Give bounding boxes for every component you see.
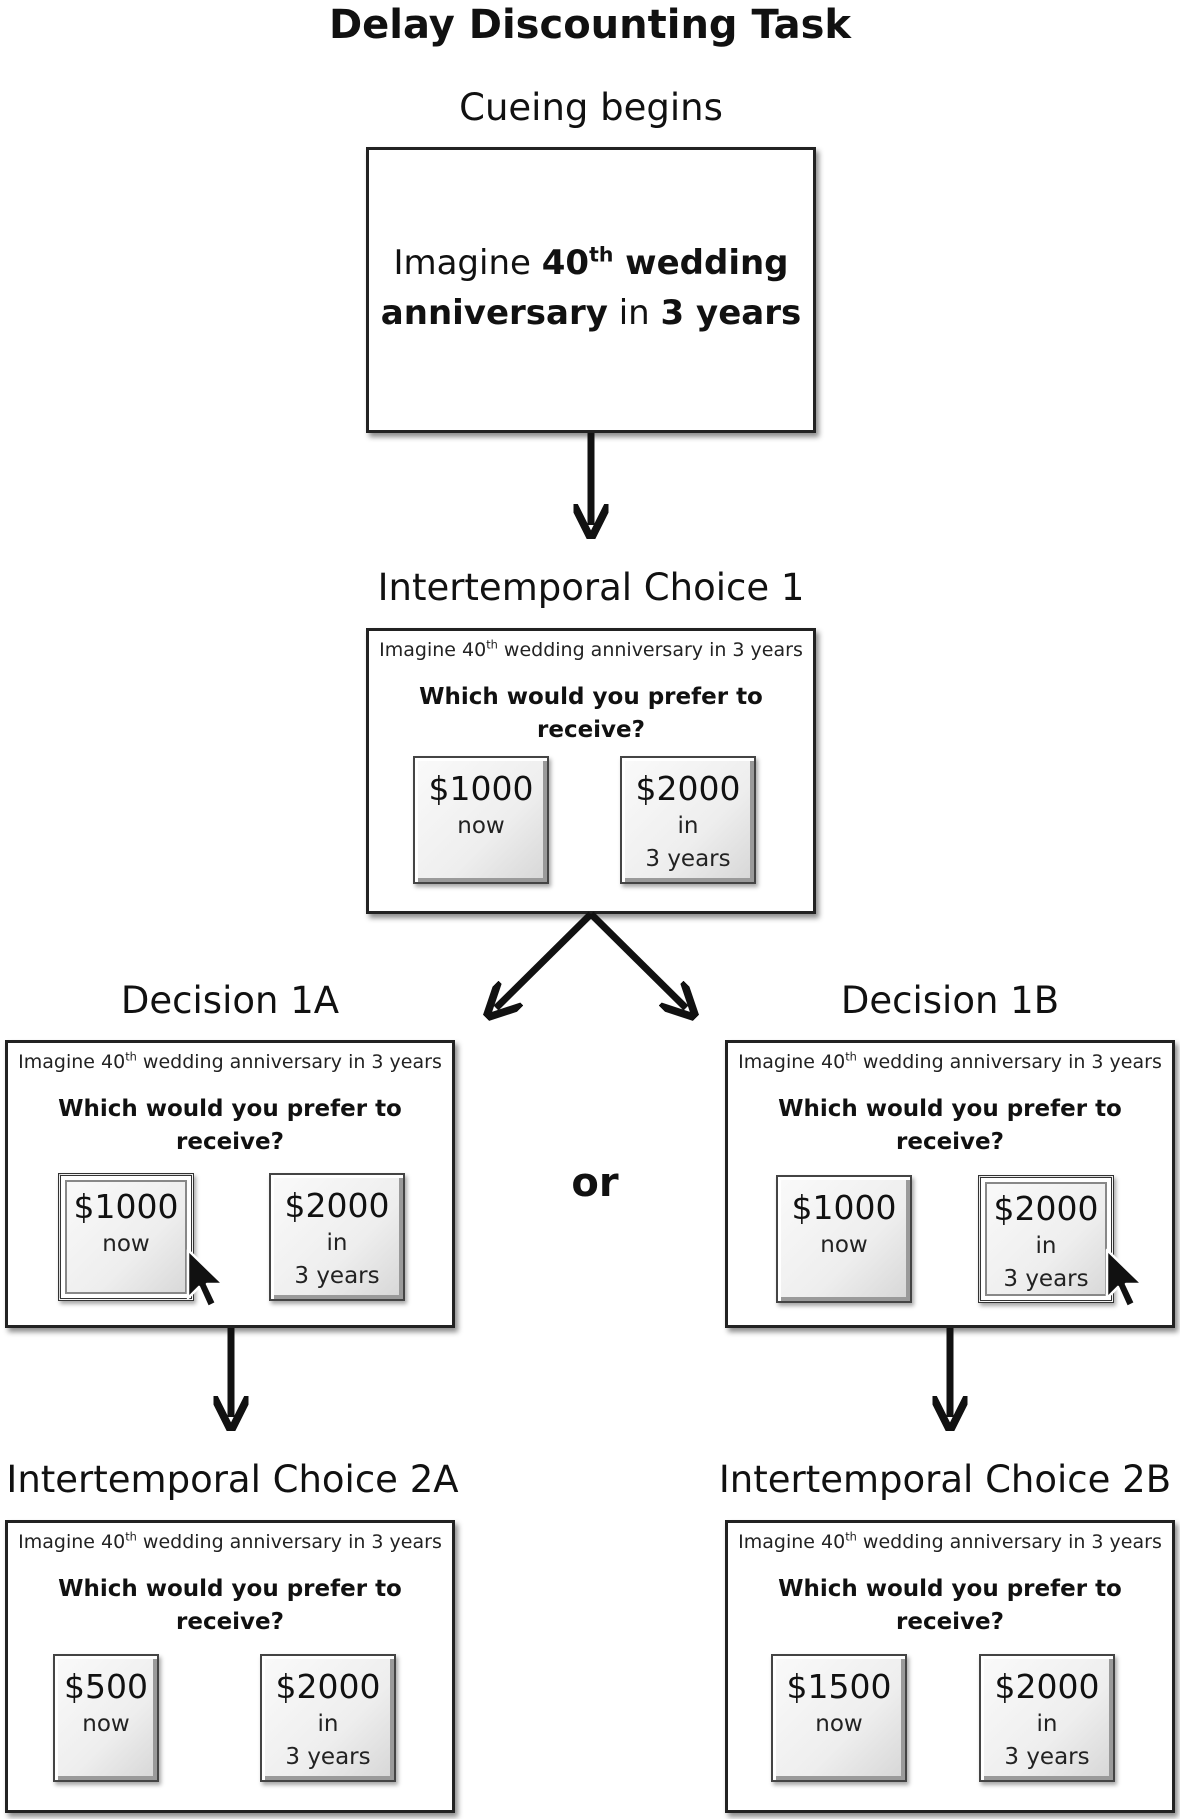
cue-reminder: Imagine 40th wedding anniversary in 3 ye… xyxy=(738,1529,1162,1553)
arrow-choice1-to-decision1b xyxy=(588,911,686,1008)
option-later-button[interactable]: $2000 in 3 years xyxy=(269,1173,405,1301)
choice2a-label: Intertemporal Choice 2A xyxy=(6,1458,459,1501)
cue-stage-label: Cueing begins xyxy=(459,86,723,129)
decision1b-screen: Imagine 40th wedding anniversary in 3 ye… xyxy=(725,1040,1175,1328)
choice1-screen: Imagine 40th wedding anniversary in 3 ye… xyxy=(366,628,816,914)
option-now-button[interactable]: $500 now xyxy=(53,1654,159,1782)
option-now-button[interactable]: $1000 now xyxy=(413,756,549,884)
choice2b-screen: Imagine 40th wedding anniversary in 3 ye… xyxy=(725,1520,1175,1813)
decision1a-label: Decision 1A xyxy=(120,979,340,1022)
cue-reminder: Imagine 40th wedding anniversary in 3 ye… xyxy=(738,1049,1162,1073)
option-now-button[interactable]: $1500 now xyxy=(771,1654,907,1782)
cue-reminder: Imagine 40th wedding anniversary in 3 ye… xyxy=(18,1049,442,1073)
option-now-button-selected[interactable]: $1000 now xyxy=(58,1173,194,1301)
option-later-button-selected[interactable]: $2000 in 3 years xyxy=(978,1175,1114,1303)
diagram-title: Delay Discounting Task xyxy=(328,2,852,48)
option-now-button[interactable]: $1000 now xyxy=(776,1175,912,1303)
option-later-button[interactable]: $2000 in 3 years xyxy=(620,756,756,884)
cue-text: Imagine 40th wedding anniversary in 3 ye… xyxy=(380,242,802,333)
or-label: or xyxy=(571,1160,619,1206)
decision1a-screen: Imagine 40th wedding anniversary in 3 ye… xyxy=(5,1040,455,1328)
choice2a-screen: Imagine 40th wedding anniversary in 3 ye… xyxy=(5,1520,455,1813)
option-later-button[interactable]: $2000 in 3 years xyxy=(979,1654,1115,1782)
decision1b-label: Decision 1B xyxy=(840,979,1060,1022)
cue-reminder: Imagine 40th wedding anniversary in 3 ye… xyxy=(379,637,803,661)
cue-box: Imagine 40th wedding anniversary in 3 ye… xyxy=(366,147,816,433)
choice2b-label: Intertemporal Choice 2B xyxy=(718,1458,1172,1501)
option-later-button[interactable]: $2000 in 3 years xyxy=(260,1654,396,1782)
cue-reminder: Imagine 40th wedding anniversary in 3 ye… xyxy=(18,1529,442,1553)
arrow-choice1-to-decision1a xyxy=(496,911,594,1008)
choice1-label: Intertemporal Choice 1 xyxy=(377,566,805,609)
